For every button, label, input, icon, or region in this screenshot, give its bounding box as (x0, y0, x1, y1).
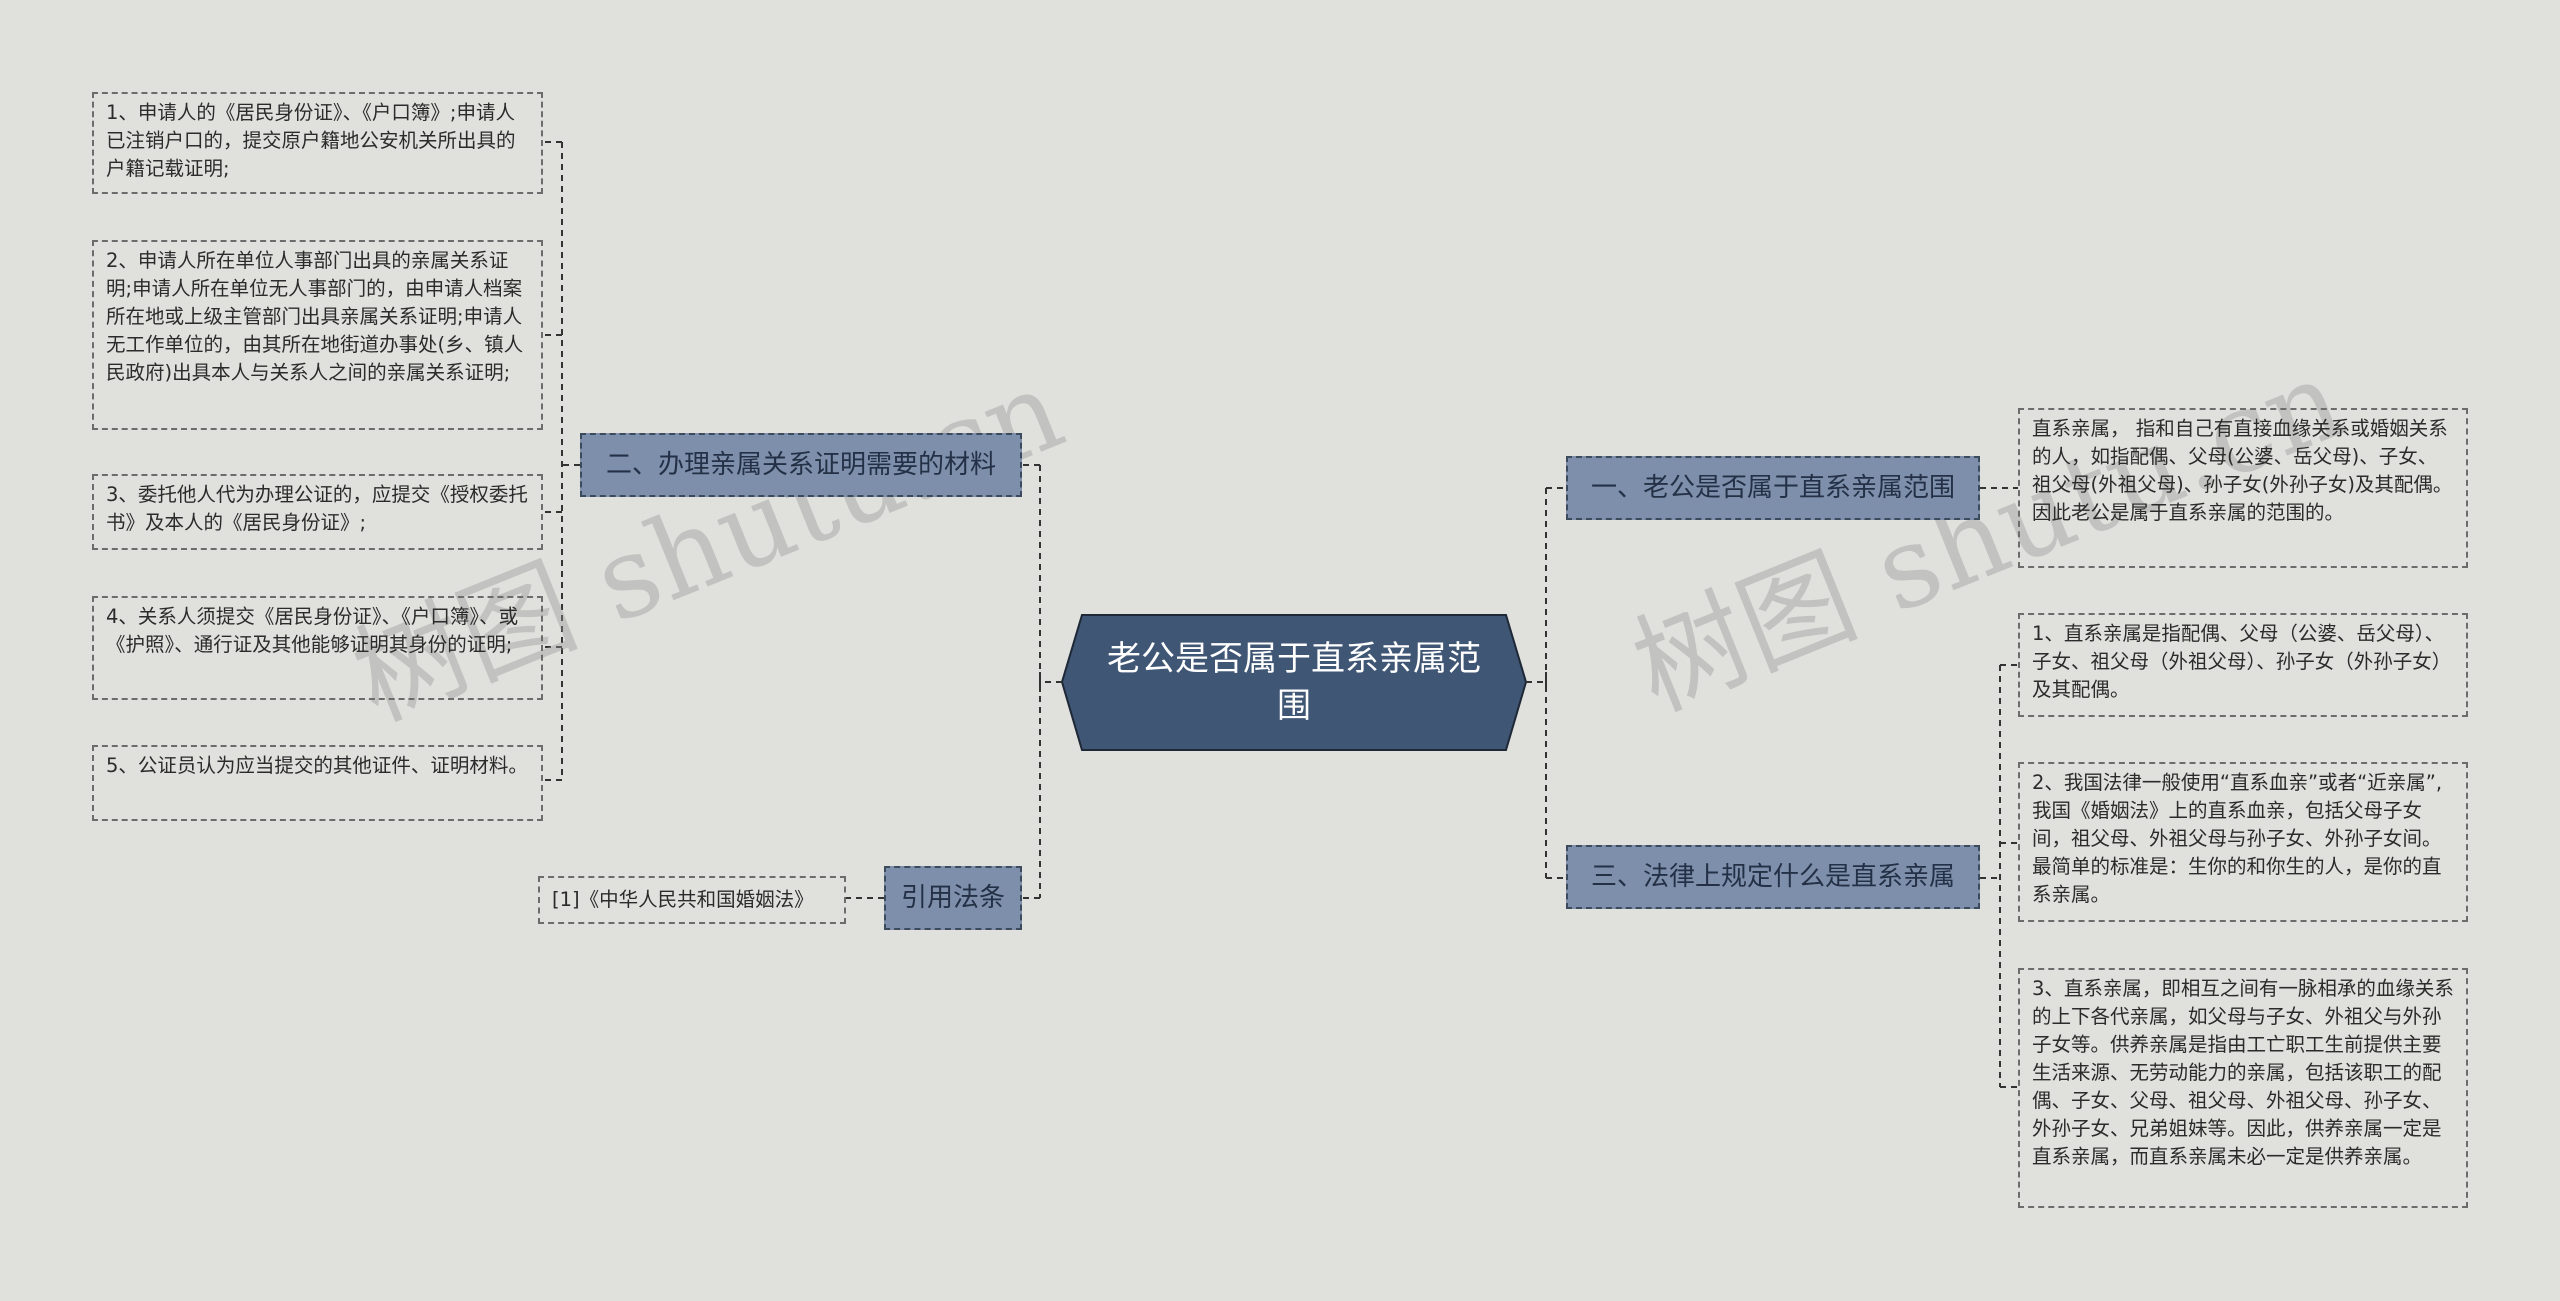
leaf-b3-2[interactable]: 2、我国法律一般使用“直系血亲”或者“近亲属”,我国《婚姻法》上的直系血亲，包括… (2018, 762, 2468, 922)
leaf-b2-1[interactable]: 1、申请人的《居民身份证》、《户口簿》;申请人已注销户口的，提交原户籍地公安机关… (92, 92, 543, 194)
leaf-b3-3[interactable]: 3、直系亲属，即相互之间有一脉相承的血缘关系的上下各代亲属，如父母与子女、外祖父… (2018, 968, 2468, 1208)
connector-b2-leaves (543, 141, 580, 781)
leaf-b3-1[interactable]: 1、直系亲属是指配偶、父母（公婆、岳父母）、子女、祖父母（外祖父母）、孙子女（外… (2018, 613, 2468, 717)
connector-b3-leaves (1980, 664, 2018, 1088)
branch-node-4[interactable]: 引用法条 (884, 866, 1022, 930)
leaf-b2-2[interactable]: 2、申请人所在单位人事部门出具的亲属关系证明;申请人所在单位无人事部门的，由申请… (92, 240, 543, 430)
leaf-b2-4[interactable]: 4、关系人须提交《居民身份证》、《户口簿》、或《护照》、通行证及其他能够证明其身… (92, 596, 543, 700)
branch-node-1[interactable]: 一、老公是否属于直系亲属范围 (1566, 456, 1980, 520)
connector-center-left (1022, 464, 1062, 899)
branch-node-3[interactable]: 三、法律上规定什么是直系亲属 (1566, 845, 1980, 909)
leaf-b2-5[interactable]: 5、公证员认为应当提交的其他证件、证明材料。 (92, 745, 543, 821)
leaf-b2-3[interactable]: 3、委托他人代为办理公证的，应提交《授权委托书》及本人的《居民身份证》; (92, 474, 543, 550)
leaf-b1-1[interactable]: 直系亲属， 指和自己有直接血缘关系或婚姻关系的人，如指配偶、父母(公婆、岳父母)… (2018, 408, 2468, 568)
branch-node-2[interactable]: 二、办理亲属关系证明需要的材料 (580, 433, 1022, 497)
center-node[interactable]: 老公是否属于直系亲属范围 (1107, 638, 1481, 726)
leaf-b4-1[interactable]: [1]《中华人民共和国婚姻法》 (538, 876, 846, 924)
